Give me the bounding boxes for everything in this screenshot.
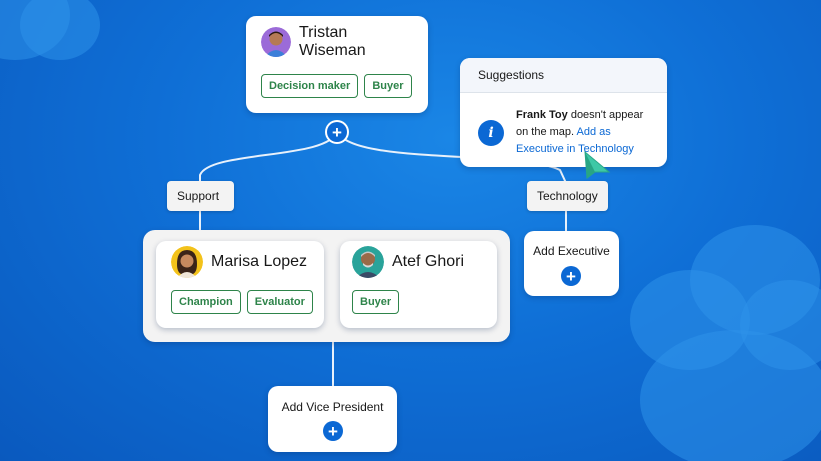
info-icon: i <box>478 119 504 146</box>
add-as-executive-link[interactable]: Add as Executive in Technology <box>516 126 634 155</box>
add-vice-president-card[interactable]: Add Vice President <box>268 386 397 452</box>
person-name: Marisa Lopez <box>211 253 308 270</box>
root-person-header: Tristan Wiseman <box>261 24 413 60</box>
add-executive-label: Add Executive <box>533 244 610 258</box>
person-name: Atef Ghori <box>392 253 465 270</box>
cloud-decoration <box>640 330 821 461</box>
tag-buyer[interactable]: Buyer <box>352 290 400 314</box>
suggestion-text: doesn't appear on the map. <box>516 109 644 138</box>
root-person-tags: Decision maker Buyer <box>261 74 413 98</box>
add-vice-president-button[interactable]: + <box>323 421 343 441</box>
avatar <box>261 27 291 57</box>
branch-label-support[interactable]: Support <box>167 181 234 211</box>
suggested-person-name: Frank Toy <box>516 109 568 121</box>
avatar <box>171 246 203 278</box>
person-tags: Champion Evaluator <box>171 290 313 314</box>
add-child-button[interactable]: + <box>327 122 347 142</box>
tag-decision-maker[interactable]: Decision maker <box>261 74 359 98</box>
plus-icon: + <box>328 421 338 441</box>
pointer-cursor-icon <box>584 150 611 179</box>
person-header: Marisa Lopez <box>171 246 309 278</box>
root-person-name: Tristan Wiseman <box>299 24 366 59</box>
cloud-decoration <box>20 0 100 60</box>
add-vice-president-label: Add Vice President <box>281 400 384 414</box>
tag-champion[interactable]: Champion <box>171 290 241 314</box>
person-header: Atef Ghori <box>352 246 485 278</box>
tag-evaluator[interactable]: Evaluator <box>246 290 313 314</box>
suggestion-message: Frank Toy doesn't appear on the map. Add… <box>516 107 649 158</box>
person-card-marisa-lopez[interactable]: Marisa Lopez Champion Evaluator <box>156 241 324 328</box>
add-executive-button[interactable]: + <box>561 266 581 286</box>
plus-icon: + <box>332 122 342 142</box>
suggestions-body: i Frank Toy doesn't appear on the map. A… <box>460 93 667 172</box>
root-person-card[interactable]: Tristan Wiseman Decision maker Buyer <box>246 16 428 113</box>
person-tags: Buyer <box>352 290 485 314</box>
suggestions-title: Suggestions <box>460 58 667 93</box>
suggestions-panel: Suggestions i Frank Toy doesn't appear o… <box>460 58 667 167</box>
plus-icon: + <box>566 266 576 286</box>
add-executive-card[interactable]: Add Executive <box>524 231 619 296</box>
avatar <box>352 246 384 278</box>
tag-buyer[interactable]: Buyer <box>364 74 412 98</box>
person-card-atef-ghori[interactable]: Atef Ghori Buyer <box>340 241 497 328</box>
branch-label-technology[interactable]: Technology <box>527 181 608 211</box>
